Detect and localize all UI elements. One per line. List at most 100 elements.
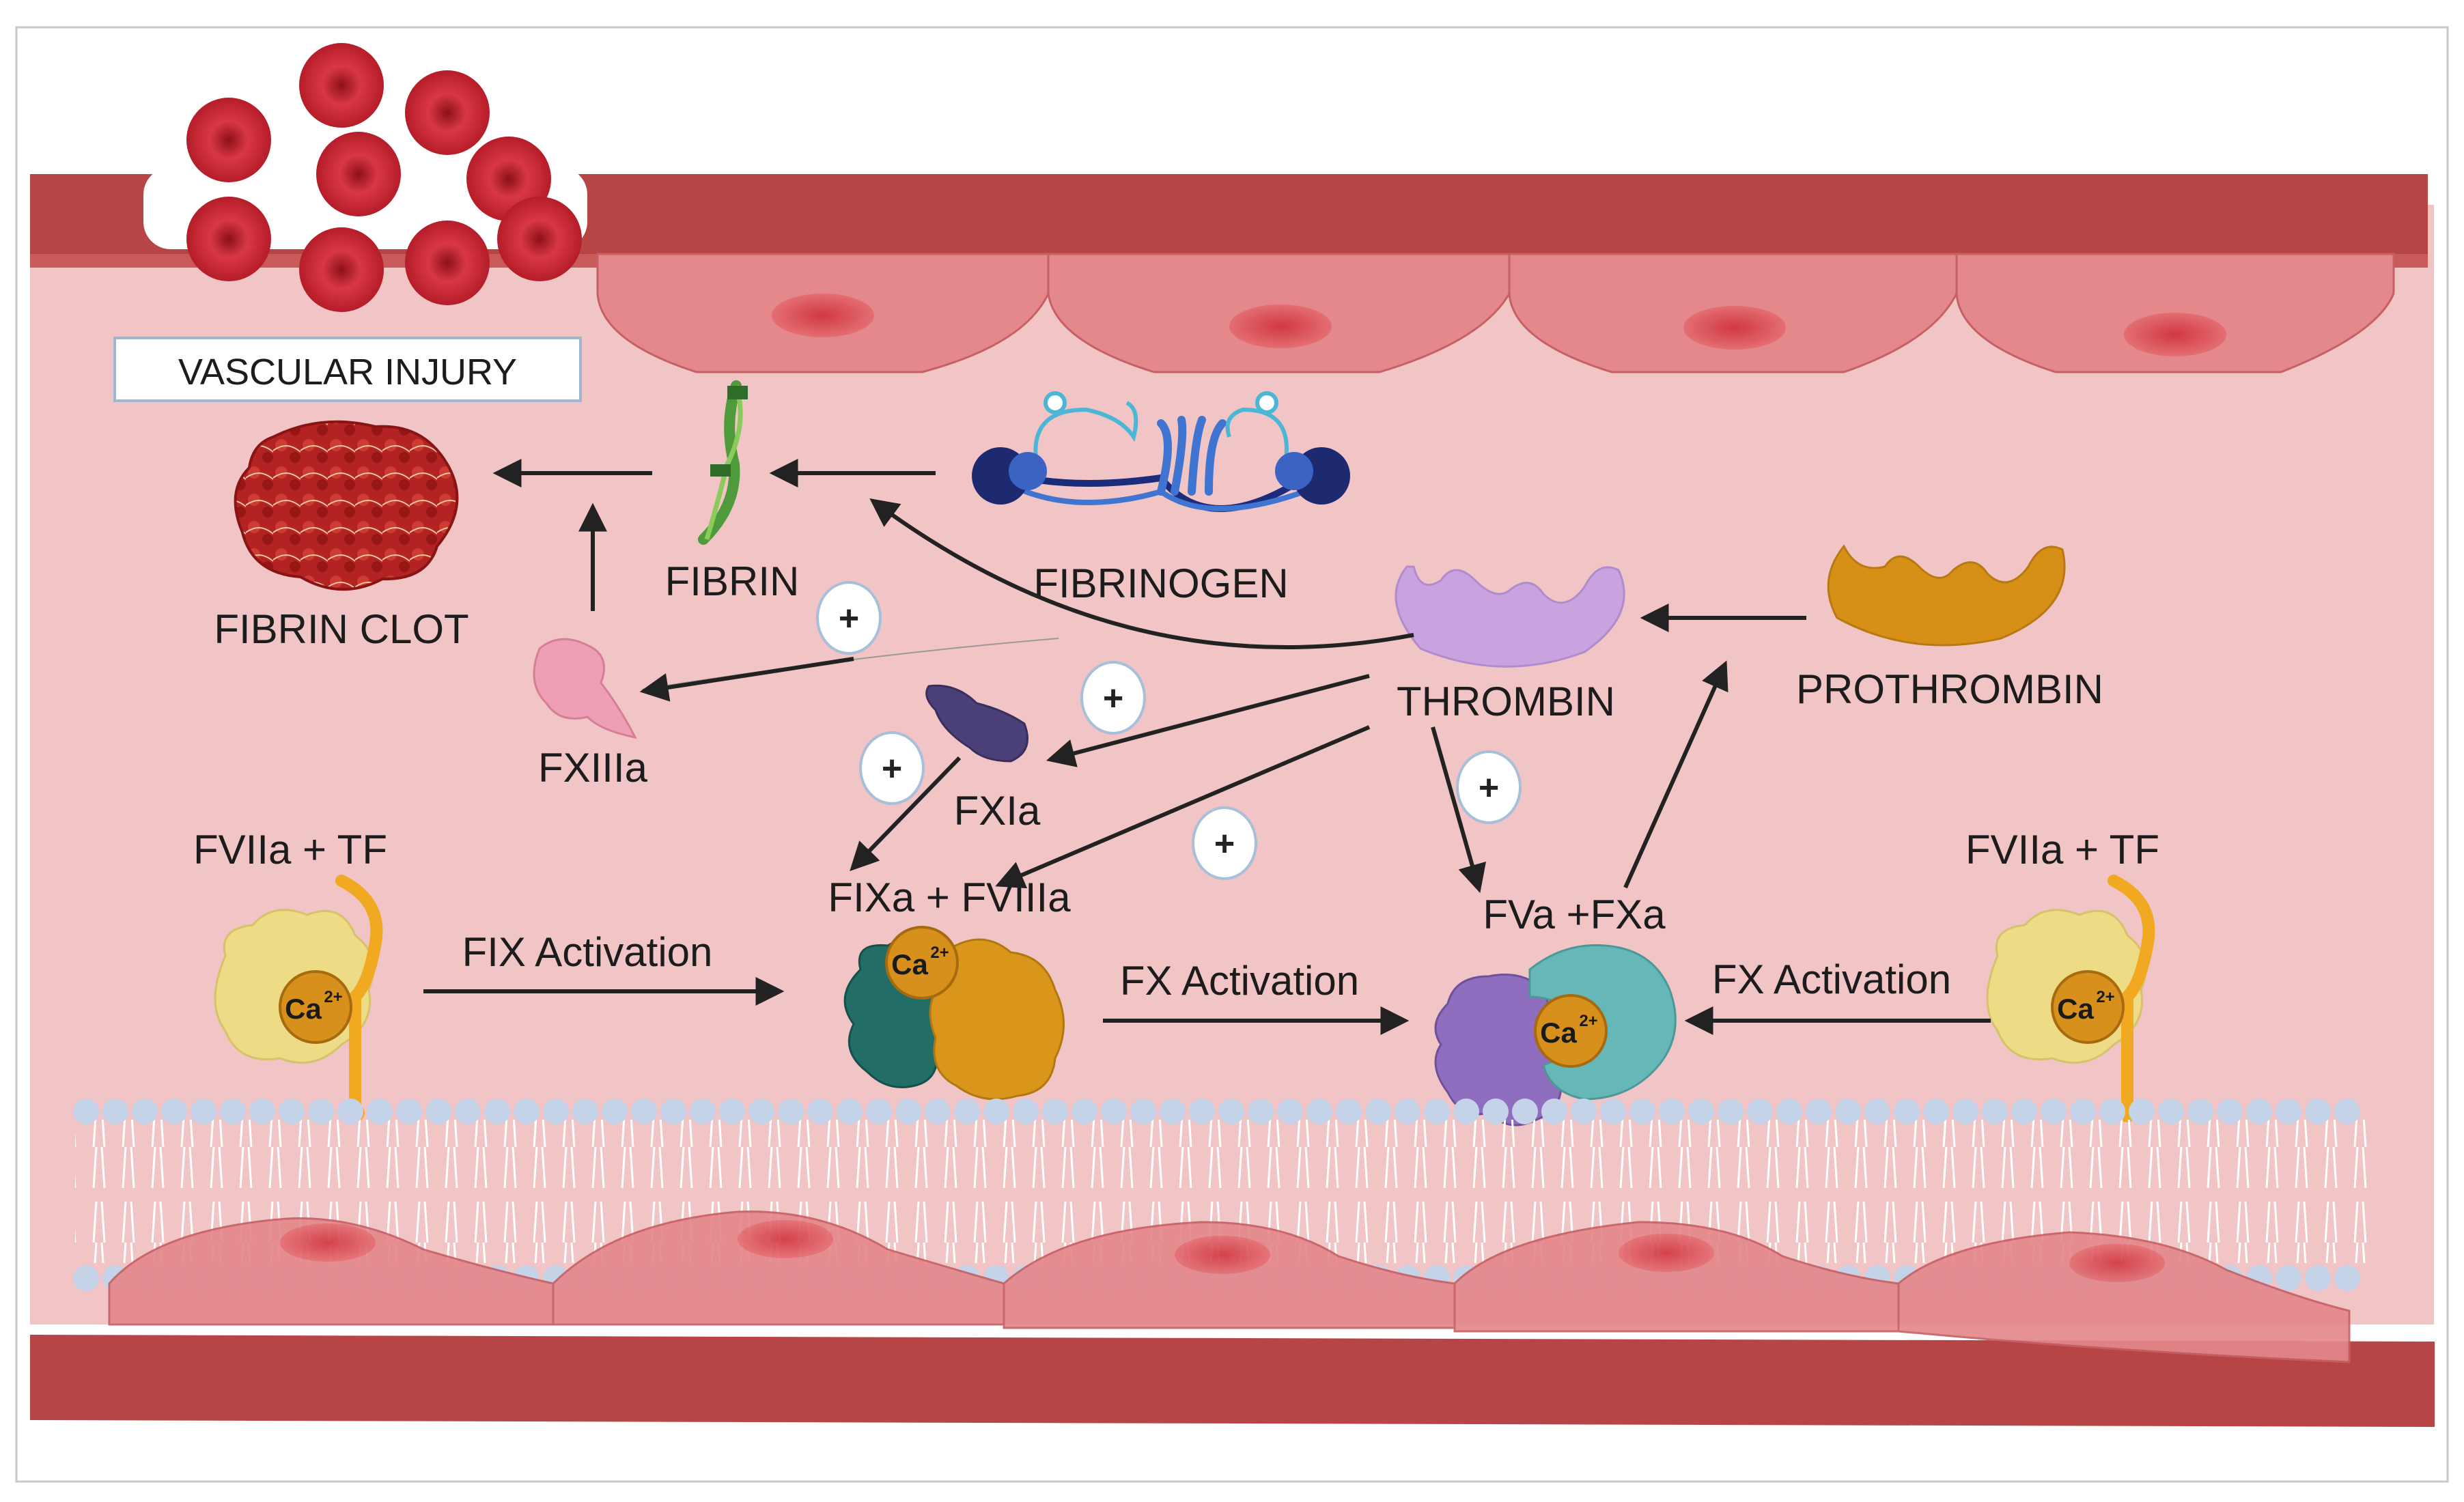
lipid-head [1864, 1099, 1890, 1124]
lipid-head [1365, 1099, 1391, 1124]
arrow-thrombin-to-fxia [1046, 674, 1370, 767]
plus-symbol: + [1479, 768, 1499, 808]
plus-marker [1456, 750, 1522, 824]
lipid-head [1336, 1099, 1362, 1124]
lipid-head [1483, 1099, 1509, 1124]
plus-marker [816, 581, 882, 655]
fixa-fviiia-complex-icon: Ca 2+ [843, 926, 1065, 1101]
calcium-ion-icon [2051, 970, 2125, 1044]
prothrombin-label: PROTHROMBIN [1796, 666, 2103, 712]
lipid-head [1072, 1099, 1097, 1124]
vessel-wall-top [30, 174, 2428, 263]
calcium-charge: 2+ [930, 944, 949, 962]
lipid-head [1130, 1099, 1156, 1124]
fxia-label: FXIa [954, 788, 1041, 834]
fva-fxa-complex-icon: Ca 2+ [1434, 944, 1677, 1126]
lipid-head [2158, 1099, 2184, 1124]
lipid-head [1218, 1099, 1244, 1124]
arrow-fxia-to-fixa [850, 756, 962, 872]
plus-marker [859, 731, 925, 805]
lipid-head [102, 1099, 128, 1124]
lipid-head [1747, 1099, 1773, 1124]
lipid-head [2334, 1099, 2360, 1124]
lipid-head [337, 1099, 363, 1124]
arrow-thrombin-to-fixa [995, 725, 1371, 889]
vascular-injury-box [113, 337, 582, 402]
lipid-head [308, 1099, 334, 1124]
fviia-tf-right-icon: Ca 2+ [1986, 875, 2155, 1122]
endothelial-cells-bottom [108, 1210, 2351, 1363]
lipid-head [1718, 1099, 1744, 1124]
fibrin-icon [698, 380, 748, 545]
lipid-head [249, 1099, 275, 1124]
calcium-charge: 2+ [1579, 1012, 1597, 1030]
fibrin-clot-label: FIBRIN CLOT [214, 606, 468, 652]
lipid-head [1101, 1099, 1127, 1124]
lipid-head [1424, 1099, 1450, 1124]
lipid-head [1571, 1099, 1597, 1124]
lipid-head [161, 1099, 187, 1124]
lipid-head [807, 1099, 833, 1124]
lipid-head [1306, 1099, 1332, 1124]
fva-fxa-label: FVa +FXa [1483, 892, 1666, 937]
lipid-head [279, 1099, 305, 1124]
lipid-head [1042, 1099, 1068, 1124]
lipid-head [1952, 1099, 1978, 1124]
arrow-thrombin-to-fva [1431, 726, 1486, 894]
plus-symbol: + [1103, 679, 1123, 718]
calcium-charge: 2+ [324, 988, 342, 1006]
lipid-head [1894, 1099, 1920, 1124]
endothelial-cells-top [596, 253, 2395, 373]
arrow-fxa-to-prothrombin [1623, 660, 1728, 889]
thrombin-icon [1395, 565, 1625, 668]
lipid-head [73, 1099, 99, 1124]
lipid-head [954, 1099, 980, 1124]
lipid-head [2276, 1099, 2301, 1124]
lipid-head [2070, 1099, 2096, 1124]
lipid-head [396, 1099, 422, 1124]
lipid-head [132, 1099, 158, 1124]
calcium-ion-icon [1534, 994, 1608, 1068]
calcium-ion-icon [279, 970, 352, 1044]
fx-activation-right-label: FX Activation [1712, 957, 1951, 1002]
fibrin-clot-icon [234, 420, 459, 591]
lipid-head [719, 1099, 745, 1124]
fxia-icon [925, 684, 1028, 763]
calcium-label: Ca [891, 948, 928, 980]
fixa-fviiia-label: FIXa + FVIIIa [828, 875, 1071, 920]
arrow-thrombin-to-fibrin [869, 498, 1414, 650]
membrane-heads-top [73, 1099, 2360, 1124]
lipid-head [983, 1099, 1009, 1124]
fibrinogen-label: FIBRINOGEN [1033, 561, 1288, 606]
lipid-head [1189, 1099, 1215, 1124]
lipid-head [1453, 1099, 1479, 1124]
lipid-head [2187, 1099, 2213, 1124]
thrombin-label: THROMBIN [1397, 679, 1615, 724]
lipid-head [1659, 1099, 1685, 1124]
plus-marker [1192, 806, 1257, 880]
lipid-head [2011, 1099, 2037, 1124]
fxiiia-icon [533, 638, 637, 739]
lipid-head [514, 1099, 540, 1124]
lipid-head [1835, 1099, 1861, 1124]
lipid-head [2305, 1099, 2331, 1124]
calcium-label: Ca [2057, 993, 2094, 1025]
lipid-head [2305, 1265, 2331, 1291]
lipid-head [866, 1099, 892, 1124]
lipid-head [602, 1099, 628, 1124]
lipid-head [1160, 1099, 1186, 1124]
lipid-head [1688, 1099, 1714, 1124]
calcium-label: Ca [1540, 1017, 1577, 1049]
lipid-head [2334, 1265, 2360, 1291]
calcium-charge: 2+ [2096, 988, 2114, 1006]
lipid-head [1600, 1099, 1626, 1124]
lipid-head [1982, 1099, 2008, 1124]
plus-marker [1080, 661, 1146, 735]
lipid-head [690, 1099, 716, 1124]
lipid-head [220, 1099, 246, 1124]
lipid-head [2246, 1099, 2272, 1124]
lipid-head [2099, 1099, 2125, 1124]
lipid-head [543, 1099, 569, 1124]
fxiiia-label: FXIIIa [538, 745, 648, 791]
lipid-head [1013, 1099, 1039, 1124]
